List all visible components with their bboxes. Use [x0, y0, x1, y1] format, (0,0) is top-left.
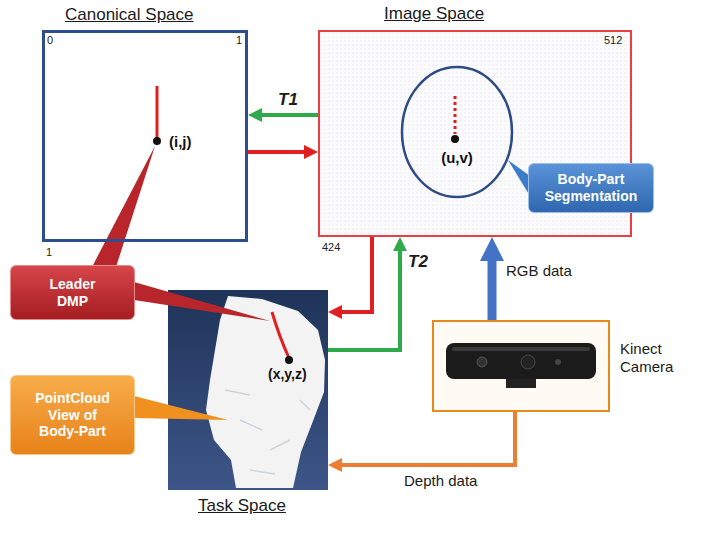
ellipse-outline — [400, 65, 514, 199]
canonical-space-box: Canonical Space(i,j) — [42, 30, 248, 242]
task-space-view-text: (x,y,z) — [268, 366, 307, 383]
connector-arrow — [255, 113, 318, 117]
kinect-camera-box-text: Kinect Camera — [620, 340, 692, 376]
callout-tail — [92, 146, 155, 267]
kinect-camera-box: Kinect Camera — [432, 320, 610, 412]
task-space-view: (x,y,z)Task Space — [168, 290, 328, 490]
pointcloud-callout-text: PointCloud View of Body-Part — [27, 390, 119, 440]
segmentation-callout: Body-Part Segmentation — [528, 163, 654, 213]
axis-number: 424 — [322, 241, 340, 253]
trajectory-point — [153, 137, 161, 145]
pointcloud-texture — [225, 390, 310, 474]
dmp-trajectory — [272, 312, 289, 358]
connector-label: T1 — [276, 90, 300, 110]
canonical-space-box-text: Canonical Space — [65, 5, 194, 25]
connector-arrow — [335, 237, 372, 312]
connector-label: T2 — [406, 252, 430, 272]
trajectory-point — [451, 135, 459, 143]
trajectory-point — [285, 356, 293, 364]
axis-number: 512 — [604, 34, 622, 46]
body-part-ellipse: (u,v) — [400, 65, 514, 199]
connector-label: RGB data — [504, 262, 574, 280]
pointcloud-ground — [168, 290, 328, 490]
kinect-strip — [452, 347, 590, 351]
pointcloud-callout: PointCloud View of Body-Part — [10, 375, 135, 455]
dmp-callout-text: Leader DMP — [38, 276, 108, 310]
connector-arrow — [248, 150, 311, 154]
connector-arrow — [335, 412, 515, 465]
projected-trajectory — [454, 96, 457, 134]
axis-number: 1 — [236, 34, 242, 46]
callout-tail — [134, 396, 228, 420]
connector-arrow — [328, 244, 400, 350]
connector-label: Depth data — [402, 472, 479, 490]
connector-arrow — [488, 249, 497, 320]
kinect-lens — [477, 357, 487, 367]
image-space-box-text: Image Space — [384, 4, 484, 24]
dmp-trajectory — [156, 86, 159, 139]
callout-tail — [134, 282, 270, 321]
axis-number: 1 — [46, 246, 52, 258]
body-part-ellipse-text: (u,v) — [400, 149, 514, 167]
axis-number: 0 — [47, 34, 53, 46]
kinect-lens — [521, 355, 535, 369]
camera-ground — [432, 320, 610, 412]
canonical-space-box-text: (i,j) — [169, 133, 192, 151]
ellipse-outline — [402, 67, 512, 197]
kinect-lens — [555, 359, 561, 365]
dmp-callout: Leader DMP — [10, 265, 135, 320]
kinect-body — [446, 343, 596, 379]
task-space-view-text: Task Space — [198, 496, 286, 516]
canonical-ground — [42, 30, 248, 242]
kinect-stand — [506, 379, 536, 388]
pointcloud-shape — [206, 296, 325, 488]
segmentation-callout-text: Body-Part Segmentation — [535, 171, 647, 205]
callout-tail — [508, 160, 530, 196]
